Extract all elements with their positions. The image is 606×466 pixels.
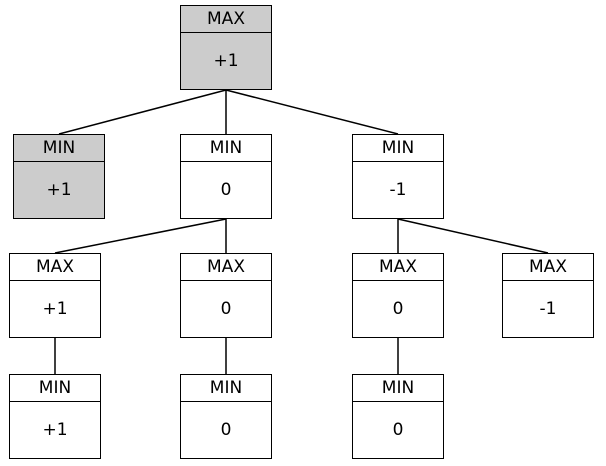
node-value: 0 [220, 299, 232, 319]
node-level2-max-4: MAX -1 [502, 253, 594, 338]
node-value: +1 [42, 299, 68, 319]
edge-root-l1c [225, 89, 399, 135]
node-label: MAX [503, 254, 593, 281]
node-label: MAX [181, 254, 271, 281]
node-value: 0 [392, 420, 404, 440]
node-level3-min-2: MIN 0 [180, 374, 272, 459]
node-level1-min-middle: MIN 0 [180, 134, 272, 219]
node-level2-max-1: MAX +1 [9, 253, 101, 338]
node-label: MIN [353, 375, 443, 402]
node-level2-max-3: MAX 0 [352, 253, 444, 338]
node-label: MAX [181, 6, 271, 33]
node-value: 0 [220, 180, 232, 200]
edge-l1b-l2a [54, 218, 227, 254]
node-level3-min-1: MIN +1 [9, 374, 101, 459]
node-value: 0 [392, 299, 404, 319]
node-value: 0 [220, 420, 232, 440]
node-value: -1 [389, 180, 407, 200]
node-label: MIN [181, 375, 271, 402]
node-level2-max-2: MAX 0 [180, 253, 272, 338]
node-level3-min-3: MIN 0 [352, 374, 444, 459]
node-label: MIN [181, 135, 271, 162]
node-label: MIN [10, 375, 100, 402]
node-value: +1 [42, 420, 68, 440]
node-value: +1 [213, 51, 239, 71]
edge-root-l1a [58, 89, 227, 135]
edge-l1c-l2d [397, 218, 549, 254]
node-label: MIN [353, 135, 443, 162]
node-value: -1 [539, 299, 557, 319]
node-value: +1 [46, 180, 72, 200]
node-label: MAX [10, 254, 100, 281]
node-level1-min-right: MIN -1 [352, 134, 444, 219]
node-root-max: MAX +1 [180, 5, 272, 90]
node-label: MAX [353, 254, 443, 281]
node-level1-min-left: MIN +1 [13, 134, 105, 219]
node-label: MIN [14, 135, 104, 162]
